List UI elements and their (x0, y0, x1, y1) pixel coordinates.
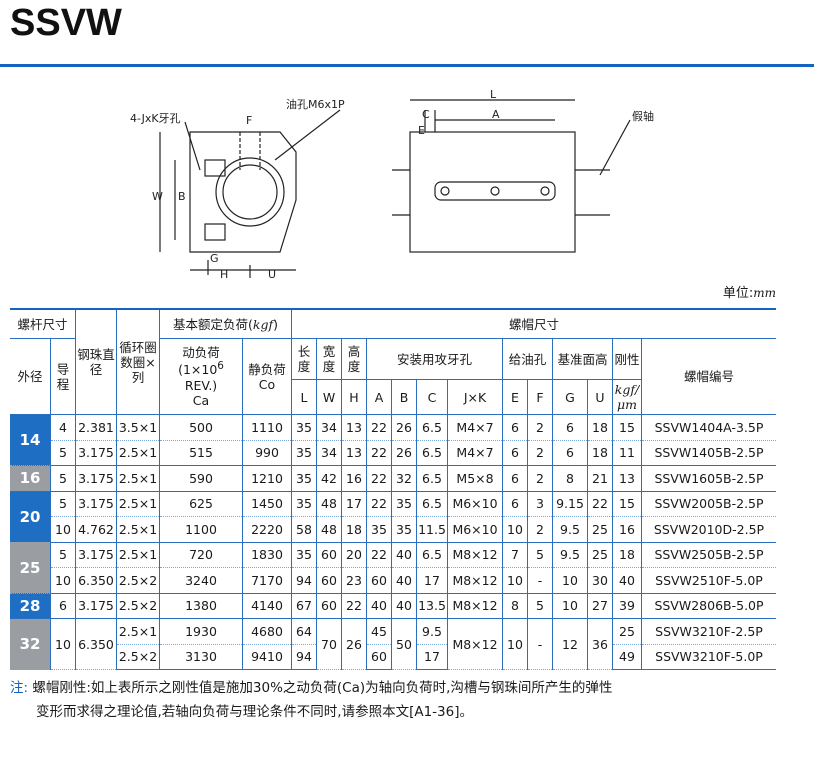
od-cell: 16 (10, 465, 51, 492)
dim-W: W (152, 190, 163, 203)
dummy-shaft-label: 假轴 (632, 109, 654, 123)
header-dyn: 动负荷(1×106 REV.)Ca (159, 338, 243, 415)
oil-hole-label: 油孔M6x1P (286, 97, 345, 111)
note-label: 注: (10, 680, 29, 696)
header-L: L (291, 379, 317, 415)
header-lead: 导程 (50, 338, 76, 415)
header-U: U (587, 379, 613, 415)
header-wid: 宽度 (316, 338, 342, 380)
header-H: H (341, 379, 367, 415)
unit-value: mm (753, 286, 776, 300)
dim-E: E (418, 124, 425, 137)
header-A: A (366, 379, 392, 415)
end-view-body (189, 131, 297, 253)
tap-label: 4-JxK牙孔 (130, 112, 181, 125)
header-W: W (316, 379, 342, 415)
dim-U: U (268, 268, 276, 280)
header-C: C (416, 379, 448, 415)
page-title: SSVW (10, 2, 122, 44)
header-code: 螺帽编号 (641, 338, 776, 415)
header-load: 基本额定负荷(kgf) (159, 308, 292, 339)
header-turns: 循环圈数圈×列 (116, 308, 160, 415)
header-stiff-unit: kgf/μm (612, 379, 642, 415)
header-od: 外径 (10, 338, 51, 415)
header-ball: 钢珠直径 (75, 308, 117, 415)
header-JK: J×K (447, 379, 503, 415)
header-nut: 螺帽尺寸 (291, 308, 776, 339)
table-row: 2.5×2 3130 9410 94 60 17 49 SSVW3210F-5.… (10, 644, 776, 670)
header-screw: 螺杆尺寸 (10, 308, 76, 339)
unit-note: 单位:mm (723, 282, 776, 301)
dim-F: F (246, 114, 252, 127)
od-cell: 25 (10, 542, 51, 594)
header-F: F (527, 379, 553, 415)
dim-B: B (178, 190, 186, 203)
note-line2: 变形而求得之理论值,若轴向负荷与理论条件不同时,请参照本文[A1-36]。 (36, 704, 473, 720)
nut-drawing: 4-JxK牙孔 油孔M6x1P F W B G H U L A C E 假轴 (130, 88, 654, 280)
header-oil: 给油孔 (502, 338, 553, 380)
header-hei: 高度 (341, 338, 367, 380)
header-G: G (552, 379, 588, 415)
header-B: B (391, 379, 417, 415)
header-mount: 安装用攻牙孔 (366, 338, 503, 380)
od-cell: 32 (10, 618, 51, 670)
header-stiff: 刚性 (612, 338, 642, 380)
dim-L: L (490, 88, 497, 101)
header-E: E (502, 379, 528, 415)
dim-C: C (422, 108, 430, 121)
od-cell: 20 (10, 491, 51, 543)
od-cell: 14 (10, 414, 51, 466)
dim-A: A (492, 108, 500, 121)
header-len: 长度 (291, 338, 317, 380)
table-row: 32 10 6.350 2.5×1 1930 4680 64 70 26 45 … (10, 618, 776, 670)
dim-H: H (220, 268, 228, 280)
header-base: 基准面高 (552, 338, 613, 380)
od-cell: 28 (10, 593, 51, 619)
footnote: 注: 螺帽刚性:如上表所示之刚性值是施加30%之动负荷(Ca)为轴向负荷时,沟槽… (10, 676, 790, 724)
dim-G: G (210, 252, 219, 265)
title-rule (0, 64, 814, 67)
spec-table: 螺杆尺寸 钢珠直径 循环圈数圈×列 基本额定负荷(kgf) 螺帽尺寸 外径 导程… (10, 308, 776, 670)
unit-label: 单位: (722, 286, 754, 301)
note-line1: 螺帽刚性:如上表所示之刚性值是施加30%之动负荷(Ca)为轴向负荷时,沟槽与钢珠… (32, 680, 613, 696)
